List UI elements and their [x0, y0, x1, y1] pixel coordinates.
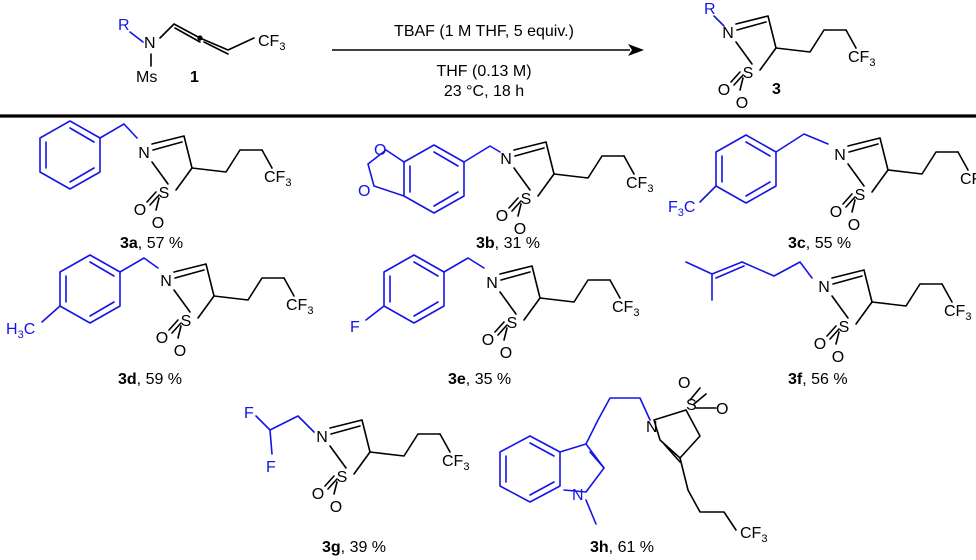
reactant-ms-group: Ms: [136, 69, 157, 86]
fluoro-atom: F: [350, 319, 360, 336]
condition-reagent: TBAF (1 M THF, 5 equiv.): [394, 23, 574, 40]
reaction-arrow: [332, 44, 644, 56]
product-label: 3: [772, 81, 781, 98]
caption-3a: 3a, 57 %: [120, 235, 183, 252]
caption-3c: 3c, 55 %: [788, 235, 851, 252]
h-o-atom-2: O: [716, 401, 728, 418]
caption-3e: 3e, 35 %: [448, 371, 511, 388]
h-cf3-group: CF3: [740, 525, 767, 545]
compound-3g: F F 3g, 39 %: [244, 405, 471, 556]
compound-3f: 3f, 56 %: [685, 261, 973, 388]
h-o-atom-1: O: [678, 375, 690, 392]
difluoro-f-atom-2: F: [266, 459, 276, 476]
reactant-n-atom: N: [144, 35, 156, 52]
caption-3g: 3g, 39 %: [322, 539, 386, 556]
dioxole-o-atom-1: O: [374, 142, 386, 159]
compound-3b: O O 3b, 31 %: [358, 141, 655, 252]
compound-3c: F3C 3c, 55 %: [668, 133, 976, 252]
h3c-group: H3C: [6, 321, 35, 341]
h-s-atom: S: [686, 397, 697, 414]
dioxole-o-atom-2: O: [358, 183, 370, 200]
compound-3e: F 3e, 35 %: [350, 254, 641, 388]
h-n-atom: N: [646, 419, 658, 436]
caption-3b: 3b, 31 %: [476, 235, 540, 252]
f3c-group: F3C: [668, 199, 695, 219]
condition-temp-time: 23 °C, 18 h: [444, 83, 524, 100]
compound-3d: H3C 3d, 59 %: [6, 254, 315, 388]
caption-3f: 3f, 56 %: [788, 371, 848, 388]
compound-3a: 3a, 57 %: [39, 120, 293, 252]
reactant-r-group: R: [118, 17, 130, 34]
condition-solvent: THF (0.13 M): [436, 63, 531, 80]
reactant-cf3-group: CF3: [258, 33, 285, 53]
reactant-label: 1: [190, 69, 199, 86]
allene-center-dot: [197, 35, 203, 41]
caption-3d: 3d, 59 %: [118, 371, 182, 388]
indole-n-atom: N: [572, 487, 584, 504]
product-3: R 3: [704, 1, 877, 113]
compound-3h: N N S O O CF3 3h, 61 %: [499, 375, 767, 556]
difluoro-f-atom-1: F: [244, 405, 254, 422]
caption-3h: 3h, 61 %: [590, 539, 654, 556]
reactant-1: R N Ms CF3 1: [118, 17, 285, 86]
product-r-group: R: [704, 1, 716, 18]
